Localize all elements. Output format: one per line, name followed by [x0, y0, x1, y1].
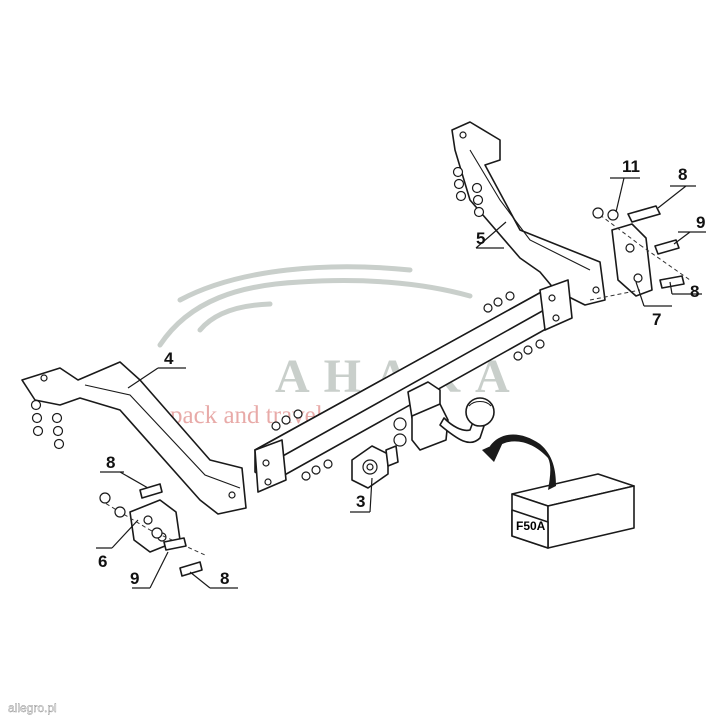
callout-label-6: 6 [98, 552, 107, 571]
bolt-set-right-top [452, 166, 485, 218]
mounting-plate-right [589, 214, 691, 301]
callout-label-9-left: 9 [130, 569, 139, 588]
callout-label-9-right: 9 [696, 213, 705, 232]
bolt-set-left-top [30, 399, 65, 450]
mounting-plate-left [99, 499, 206, 556]
callout-label-7: 7 [652, 310, 661, 329]
callout-label-3: 3 [356, 492, 365, 511]
callout-label-8-right-top: 8 [678, 165, 687, 184]
callout-label-8-right-bottom: 8 [690, 282, 699, 301]
callout-leaders [96, 177, 706, 589]
callout-label-8-left-bottom: 8 [220, 569, 229, 588]
callout-label-5: 5 [476, 229, 485, 248]
side-bracket-right [451, 121, 606, 306]
bolt-set-crossbar-left [271, 409, 333, 481]
tow-ball-assembly [393, 381, 495, 451]
main-crossbar [254, 279, 573, 493]
bolt-set-crossbar-right [483, 291, 545, 361]
callout-labels: 3 4 5 6 7 8 8 8 8 9 9 11 [98, 157, 705, 588]
bolt-set-right-plate [592, 205, 685, 289]
assembly-arrow [482, 434, 556, 490]
callout-label-4: 4 [164, 349, 174, 368]
electrical-kit-label: F50A [516, 519, 546, 533]
bolt-set-left-plate [99, 483, 203, 577]
callout-label-8-left-top: 8 [106, 453, 115, 472]
watermark-car-logo [157, 264, 473, 348]
electrical-kit-box: F50A [511, 473, 635, 549]
socket-plate [351, 445, 399, 489]
callout-label-11: 11 [622, 157, 640, 176]
source-credit: allegro.pl [8, 701, 57, 715]
side-bracket-left [21, 361, 247, 515]
